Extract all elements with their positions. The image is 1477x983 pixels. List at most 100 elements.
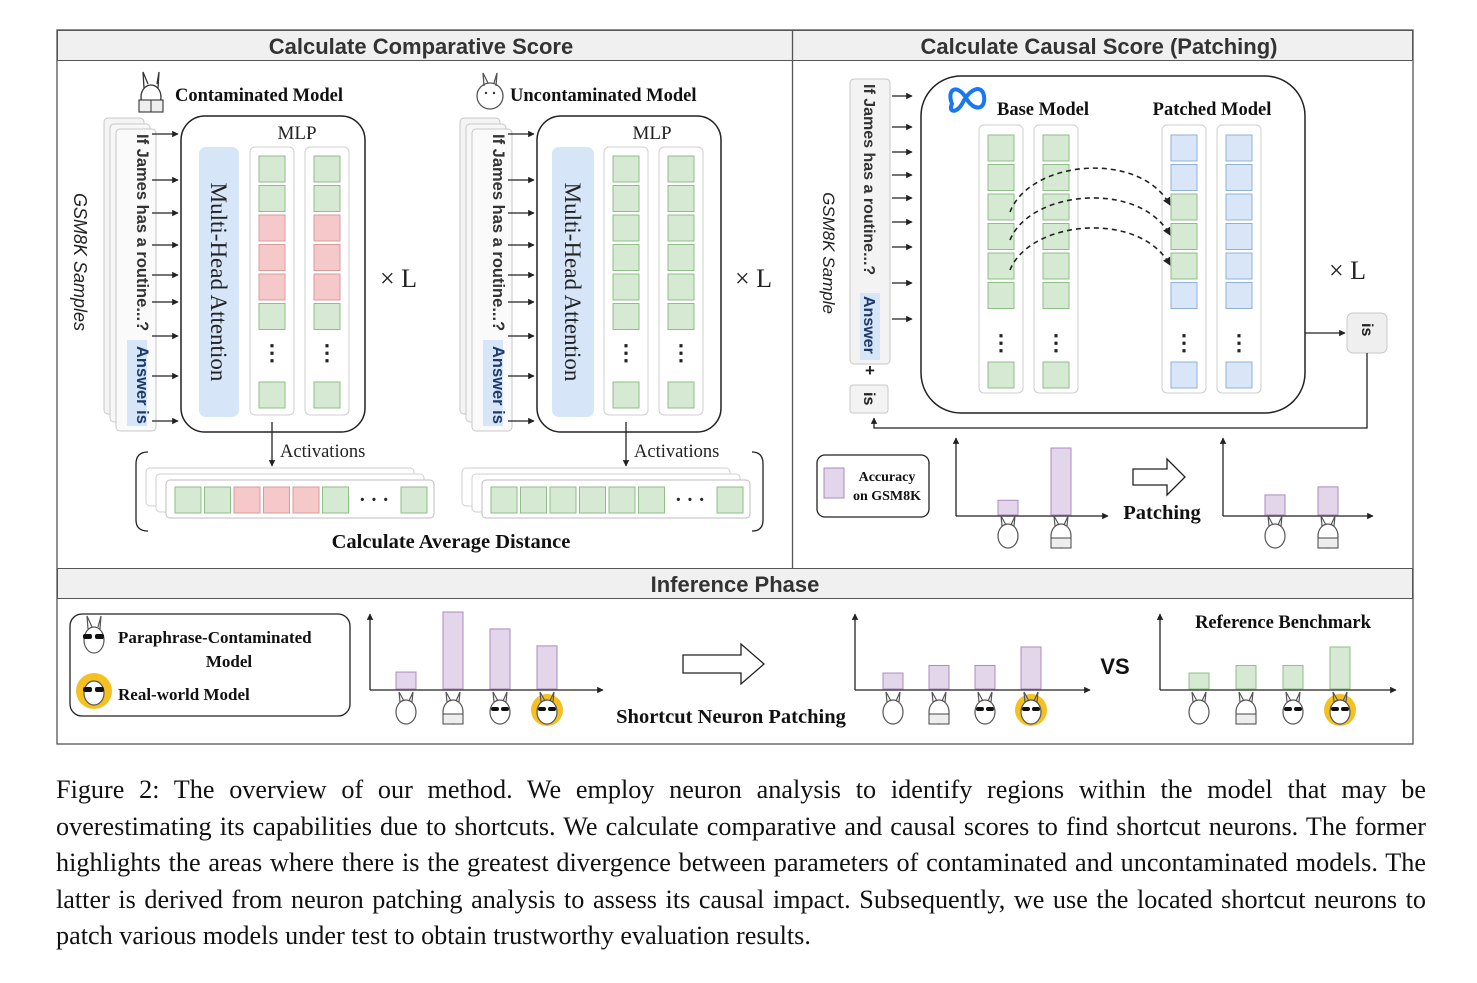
real-world-llama-icon [1324, 691, 1356, 726]
reading-llama-icon [1235, 691, 1257, 725]
reading-llama-icon [928, 691, 950, 725]
mlp-neuron-columns [612, 155, 695, 409]
neuron-cell [667, 214, 695, 242]
neuron-cell [313, 185, 341, 212]
neuron-cell [258, 214, 286, 242]
svg-text:⋮: ⋮ [990, 330, 1012, 355]
real-world-llama-icon [1015, 691, 1047, 726]
input-arrows [152, 130, 179, 425]
activation-cell [638, 486, 665, 514]
neuron-cell [612, 303, 640, 330]
sample-prompt-text: If James has a routine...? [860, 84, 877, 275]
neuron-cell [612, 185, 640, 212]
llama-icon [1264, 515, 1286, 549]
chart-bar [1188, 672, 1210, 690]
inference-block: Paraphrase-Contaminated Model Real-world… [69, 611, 1397, 728]
neuron-cell [1225, 223, 1253, 250]
neuron-cell [1170, 134, 1198, 162]
neuron-cell [1042, 134, 1070, 162]
legend-label-line1: Accuracy [859, 470, 916, 485]
neuron-cell [667, 244, 695, 271]
activations-label: Activations [634, 442, 719, 462]
gsm8k-samples-label: GSM8K Samples [70, 193, 90, 331]
svg-text:⋮: ⋮ [316, 340, 338, 365]
legend-realworld-label: Real-world Model [118, 685, 250, 704]
gsm8k-sample-label: GSM8K Sample [819, 192, 838, 314]
neuron-cell [667, 273, 695, 301]
activation-cell [579, 486, 606, 514]
neuron-cell [1225, 193, 1253, 221]
chart-bar [1020, 646, 1042, 690]
mlp-label: MLP [277, 123, 316, 144]
llama-icon [395, 691, 417, 725]
llama-reading-icon [138, 71, 164, 113]
reference-benchmark-chart [1156, 613, 1397, 726]
neuron-cell [313, 214, 341, 242]
neuron-cell [258, 381, 286, 409]
inference-chart-before [366, 611, 604, 726]
neuron-cell [313, 303, 341, 330]
panel-frames [56, 29, 1414, 745]
activation-cell [716, 486, 744, 514]
neuron-cell [1170, 164, 1198, 191]
neuron-cell [258, 303, 286, 330]
neuron-cell [612, 244, 640, 271]
attention-label: Multi-Head Attention [560, 183, 585, 382]
sunglasses-llama-icon [1282, 691, 1304, 725]
activation-cell [322, 486, 349, 514]
real-world-llama-icon [76, 673, 112, 709]
average-distance-label: Calculate Average Distance [332, 531, 571, 553]
neuron-cell [1225, 361, 1253, 389]
is-token-input: is [860, 392, 877, 405]
svg-text:⋮: ⋮ [1173, 330, 1195, 355]
model-legend [69, 613, 351, 717]
svg-text:⋮: ⋮ [1045, 330, 1067, 355]
neuron-cell [1042, 223, 1070, 250]
times-l-label: × L [735, 264, 772, 293]
neuron-cell [987, 252, 1015, 280]
real-world-llama-icon [531, 691, 563, 726]
sample-answer-text: Answer is [133, 346, 151, 424]
neuron-cell [987, 282, 1015, 309]
input-arrows [892, 92, 913, 323]
mlp-label: MLP [632, 123, 671, 144]
contaminated-model-label: Contaminated Model [175, 86, 343, 106]
times-l-label: × L [1329, 256, 1366, 285]
neuron-cell [987, 164, 1015, 191]
patching-arrow [1132, 457, 1186, 497]
reference-benchmark-label: Reference Benchmark [1195, 613, 1372, 633]
chart-bar [395, 671, 417, 690]
svg-text:⋮: ⋮ [670, 340, 692, 365]
accuracy-chart-after [1219, 437, 1374, 549]
chart-bar [928, 664, 950, 690]
output-token: is [1358, 323, 1375, 336]
sunglasses-llama-icon [83, 615, 105, 654]
base-model-label: Base Model [997, 100, 1089, 120]
neuron-cell [667, 155, 695, 183]
meta-logo [948, 87, 987, 113]
llama-icon [882, 691, 904, 725]
chart-bar [1317, 486, 1339, 516]
neuron-cell [612, 381, 640, 409]
shortcut-patching-arrow [682, 642, 765, 686]
mlp-neuron-columns [258, 155, 341, 409]
uncontaminated-model-label: Uncontaminated Model [510, 86, 697, 106]
neuron-cell [1170, 252, 1198, 280]
sunglasses-llama-icon [489, 691, 511, 725]
inference-chart-after [851, 613, 1091, 726]
chart-bar [442, 611, 464, 690]
neuron-cell [1225, 252, 1253, 280]
chart-bar [997, 499, 1019, 516]
activation-strips: · · · · · · [135, 451, 764, 532]
svg-text:⋮: ⋮ [261, 340, 283, 365]
activation-cell [608, 486, 636, 514]
neuron-cell [1042, 193, 1070, 221]
chart-bar [882, 672, 904, 690]
llama-icon [997, 515, 1019, 549]
sunglasses-llama-icon [974, 691, 996, 725]
accuracy-chart-before [952, 437, 1109, 549]
neuron-cell [667, 185, 695, 212]
vs-label: VS [1100, 654, 1129, 679]
neuron-cell [612, 214, 640, 242]
neuron-cell [258, 185, 286, 212]
